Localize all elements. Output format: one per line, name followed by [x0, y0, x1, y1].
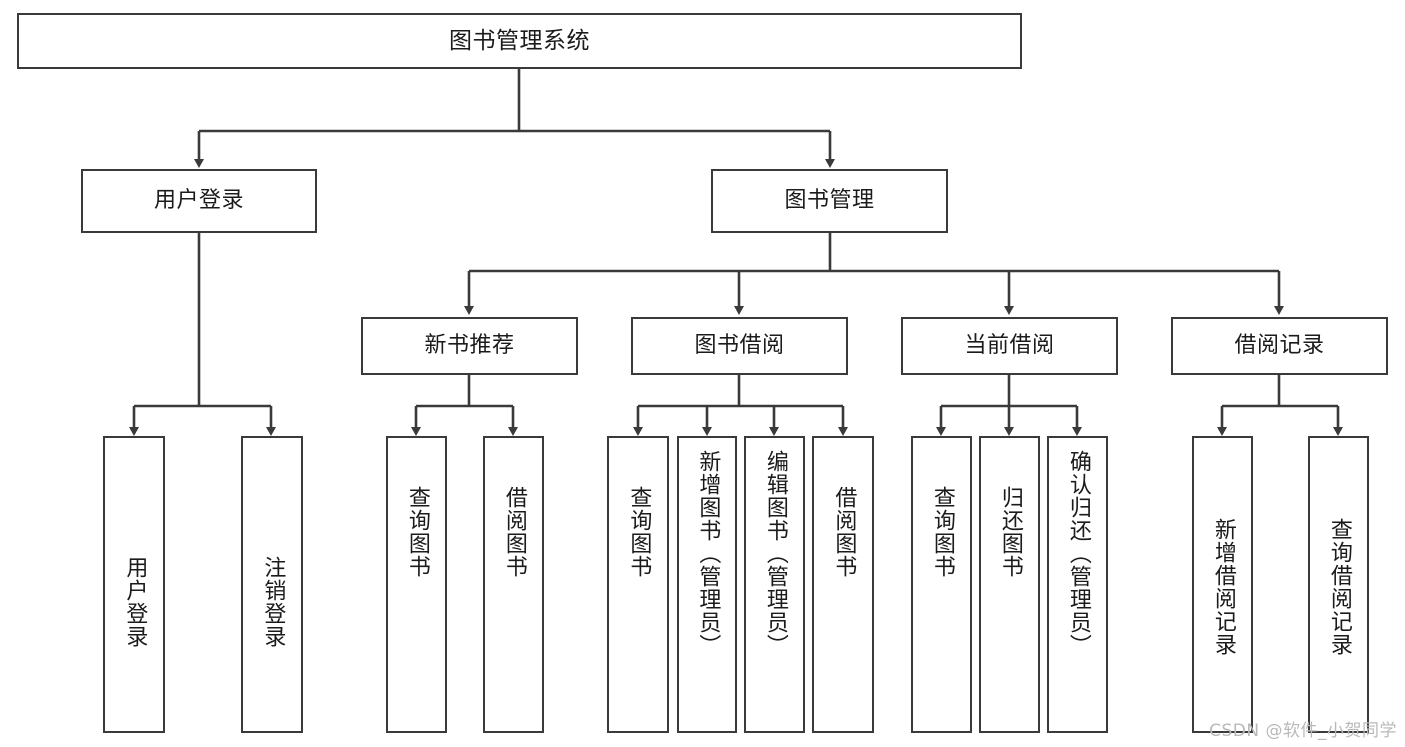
node-label: 查询图书 — [626, 486, 652, 578]
node-label: 图书借阅 — [694, 333, 785, 359]
leaf-confirm-return-admin[interactable]: 确认归还（管理员） — [1047, 436, 1108, 733]
node-user-login[interactable]: 用户登录 — [81, 169, 317, 233]
leaf-logout-login[interactable]: 注销登录 — [241, 436, 303, 733]
node-current-borrow[interactable]: 当前借阅 — [901, 317, 1118, 375]
node-label: 查询借阅记录 — [1326, 518, 1352, 656]
leaf-edit-book-admin[interactable]: 编辑图书（管理员） — [744, 436, 805, 733]
node-label: 用户登录 — [122, 556, 148, 648]
node-label: 新书推荐 — [424, 333, 515, 359]
node-label: 图书管理 — [784, 188, 875, 214]
leaf-borrow-book-recommend[interactable]: 借阅图书 — [483, 436, 544, 733]
leaf-add-borrow-record[interactable]: 新增借阅记录 — [1192, 436, 1253, 733]
leaf-return-book[interactable]: 归还图书 — [979, 436, 1040, 733]
node-borrow-record[interactable]: 借阅记录 — [1171, 317, 1388, 375]
node-label: 查询图书 — [404, 486, 430, 578]
node-label: 借阅记录 — [1234, 333, 1325, 359]
leaf-user-login[interactable]: 用户登录 — [103, 436, 165, 733]
node-label: 新增图书（管理员） — [695, 450, 721, 657]
node-label: 查询图书 — [929, 486, 955, 578]
watermark-text: CSDN @软件_小贺同学 — [1209, 721, 1397, 741]
node-label: 新增借阅记录 — [1210, 518, 1236, 656]
leaf-query-book-borrow[interactable]: 查询图书 — [607, 436, 669, 733]
node-label: 归还图书 — [997, 486, 1023, 578]
node-label: 编辑图书（管理员） — [762, 450, 788, 657]
node-label: 确认归还（管理员） — [1065, 450, 1091, 657]
node-new-book-recommend[interactable]: 新书推荐 — [361, 317, 578, 375]
node-label: 当前借阅 — [964, 333, 1055, 359]
leaf-query-book-recommend[interactable]: 查询图书 — [386, 436, 447, 733]
node-book-management[interactable]: 图书管理 — [711, 169, 948, 233]
leaf-query-book-current[interactable]: 查询图书 — [911, 436, 972, 733]
node-label: 借阅图书 — [831, 486, 857, 578]
leaf-query-borrow-record[interactable]: 查询借阅记录 — [1308, 436, 1369, 733]
node-book-borrow[interactable]: 图书借阅 — [631, 317, 848, 375]
node-label: 注销登录 — [260, 556, 286, 648]
node-label: 图书管理系统 — [449, 27, 590, 54]
node-label: 借阅图书 — [501, 486, 527, 578]
leaf-add-book-admin[interactable]: 新增图书（管理员） — [677, 436, 737, 733]
node-root-book-management-system[interactable]: 图书管理系统 — [17, 13, 1022, 69]
leaf-borrow-book[interactable]: 借阅图书 — [812, 436, 874, 733]
node-label: 用户登录 — [153, 188, 244, 214]
